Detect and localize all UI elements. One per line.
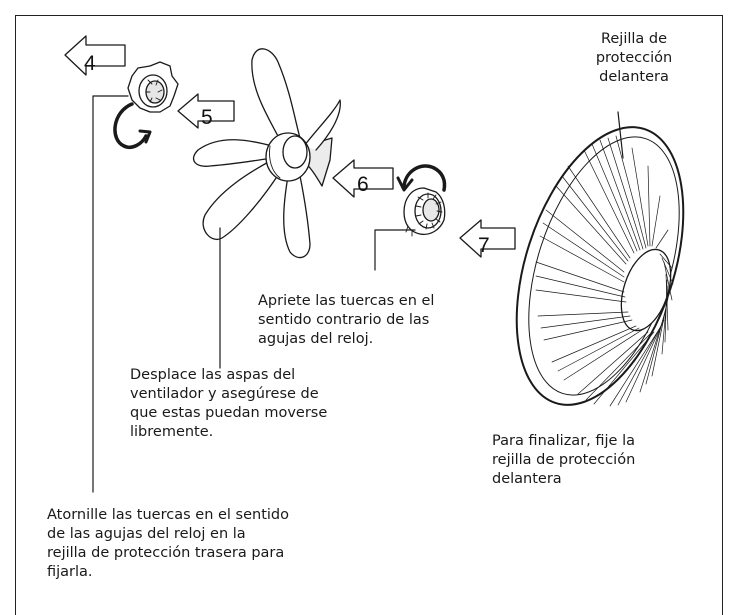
move-blades-instruction: Desplace las aspas del ventilador y aseg…	[130, 367, 328, 440]
leader-lines	[92, 95, 624, 493]
step-arrow-6: 6	[332, 159, 394, 198]
front-grille-label: Rejilla de protección delantera	[595, 31, 673, 85]
step-number-5: 5	[201, 106, 213, 129]
clockwise-rotation-arrow-icon	[113, 102, 152, 149]
step-number-4: 4	[84, 52, 96, 75]
leader-rear-nut	[92, 95, 129, 493]
step-arrow-7: 7	[459, 219, 516, 258]
counterclockwise-rotation-arrow-icon	[396, 164, 447, 192]
step-number-7: 7	[478, 234, 490, 257]
finish-grille-instruction: Para finalizar, fije la rejilla de prote…	[492, 433, 636, 487]
rear-nut	[127, 61, 179, 113]
step-arrow-4: 4	[64, 35, 126, 76]
tighten-nuts-instruction: Apriete las tuercas en el sentido contra…	[258, 293, 435, 347]
leader-front-nut	[374, 229, 416, 271]
screw-nuts-instruction: Atornille las tuercas en el sentido de l…	[47, 507, 290, 580]
step-number-6: 6	[357, 173, 369, 196]
diagram-frame	[15, 15, 723, 615]
front-grille	[515, 126, 685, 407]
fan-blades	[193, 48, 341, 259]
leader-front-grille	[617, 111, 624, 159]
assembly-illustration: 4 5 6 7	[64, 35, 685, 493]
front-nut	[403, 187, 446, 237]
step-arrow-5: 5	[177, 93, 235, 129]
